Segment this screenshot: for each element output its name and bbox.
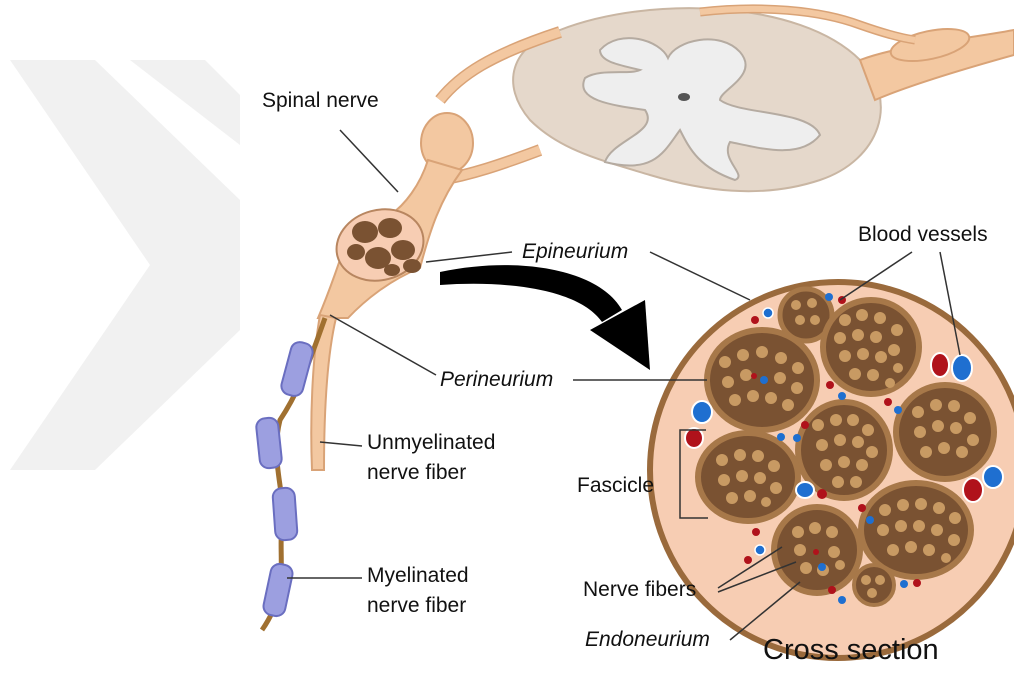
label-myelinated-line2: nerve fiber bbox=[367, 593, 466, 619]
label-nerve-fibers: Nerve fibers bbox=[583, 577, 696, 603]
label-fascicle: Fascicle bbox=[577, 473, 654, 499]
label-endoneurium: Endoneurium bbox=[585, 627, 710, 653]
label-unmyelinated-line1: Unmyelinated bbox=[367, 430, 495, 456]
watermark-chevrons bbox=[10, 60, 240, 470]
spinal-cord bbox=[513, 8, 881, 191]
cross-section bbox=[650, 282, 1014, 658]
label-epineurium: Epineurium bbox=[522, 239, 628, 265]
zoom-arrow bbox=[440, 265, 650, 370]
label-cross-section: Cross section bbox=[763, 633, 939, 667]
label-blood-vessels: Blood vessels bbox=[858, 222, 988, 248]
label-perineurium: Perineurium bbox=[440, 367, 553, 393]
label-unmyelinated-line2: nerve fiber bbox=[367, 460, 466, 486]
label-myelinated-line1: Myelinated bbox=[367, 563, 469, 589]
central-canal bbox=[678, 93, 690, 101]
label-spinal-nerve: Spinal nerve bbox=[262, 88, 379, 114]
unmyelinated-fiber bbox=[311, 315, 336, 470]
